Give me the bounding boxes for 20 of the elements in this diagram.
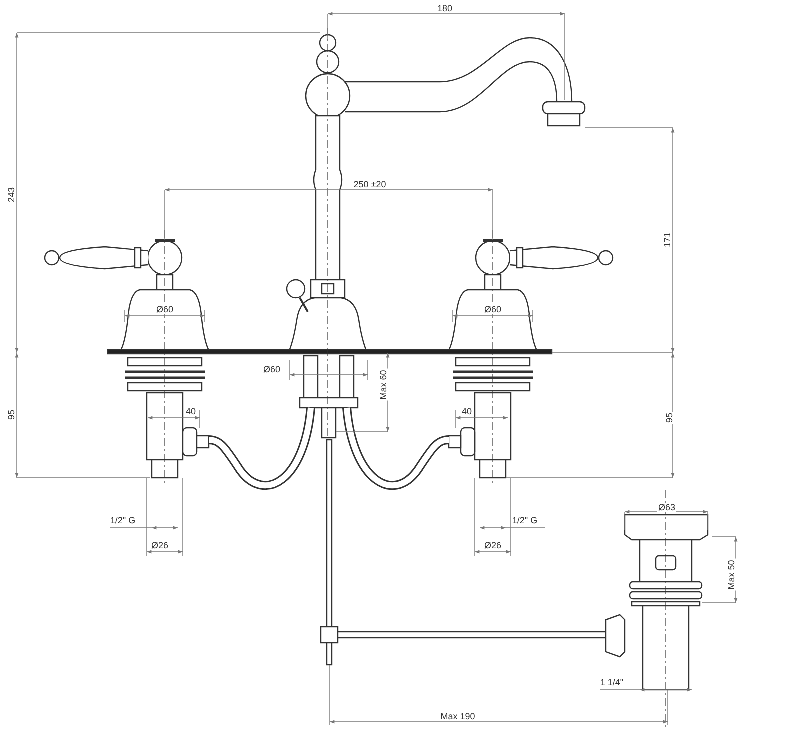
- dimension-label: Max 50: [728, 559, 736, 591]
- dimension-label: 1/2" G: [511, 516, 539, 526]
- dimension-label: Max 190: [440, 712, 476, 722]
- dimension-label: 171: [664, 231, 672, 249]
- dimension-label: Ø26: [484, 542, 502, 550]
- dimension-label: Ø63: [658, 504, 676, 512]
- dimension-label: 40: [185, 408, 197, 416]
- dimension-label: 40: [461, 408, 473, 416]
- dimension-label: 243: [8, 186, 16, 204]
- dimension-label: 1 1/4": [599, 678, 625, 688]
- dimension-label: Ø60: [484, 306, 502, 314]
- dimension-label: Ø60: [156, 306, 174, 314]
- dimension-label: Max 60: [380, 369, 388, 401]
- dimension-label: 95: [8, 409, 16, 421]
- dimension-label: 180: [436, 4, 454, 14]
- dimension-label: 95: [666, 412, 674, 424]
- dimension-label: Ø60: [262, 366, 282, 374]
- dimension-label: Ø26: [150, 542, 170, 550]
- dimension-label: 250 ±20: [352, 180, 388, 190]
- dimension-label: 1/2" G: [109, 516, 137, 526]
